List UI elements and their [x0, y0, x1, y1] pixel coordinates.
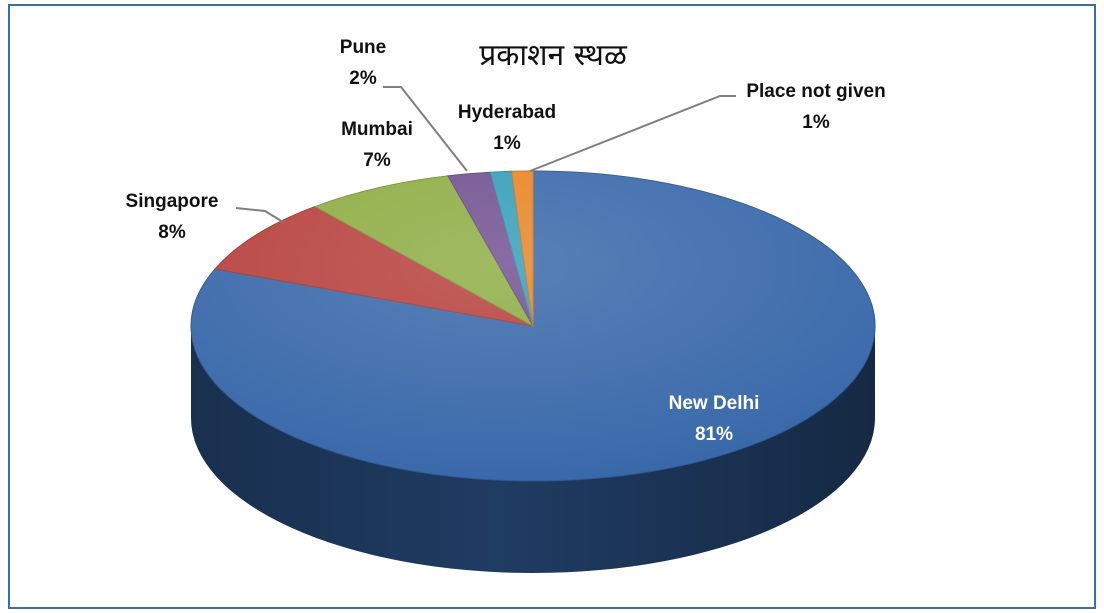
leader-line-5 — [529, 95, 736, 172]
slice-label-name-0: New Delhi — [669, 393, 760, 414]
slice-label-value-5: 1% — [802, 112, 830, 133]
slice-label-value-3: 2% — [349, 68, 377, 89]
slice-label-value-0: 81% — [695, 424, 733, 445]
slice-label-value-1: 8% — [158, 222, 186, 243]
pie-side-shade-0 — [191, 326, 875, 573]
slice-label-name-4: Hyderabad — [458, 102, 556, 123]
slice-label-value-4: 1% — [493, 133, 521, 154]
slice-label-name-1: Singapore — [126, 191, 219, 212]
slice-label-name-2: Mumbai — [341, 119, 413, 140]
slice-label-value-2: 7% — [363, 150, 391, 171]
leader-line-1 — [235, 207, 284, 223]
slice-label-name-5: Place not given — [746, 81, 885, 102]
slice-label-name-3: Pune — [340, 37, 386, 58]
leader-line-3 — [383, 86, 468, 172]
chart-title: प्रकाशन स्थळ — [479, 38, 628, 73]
